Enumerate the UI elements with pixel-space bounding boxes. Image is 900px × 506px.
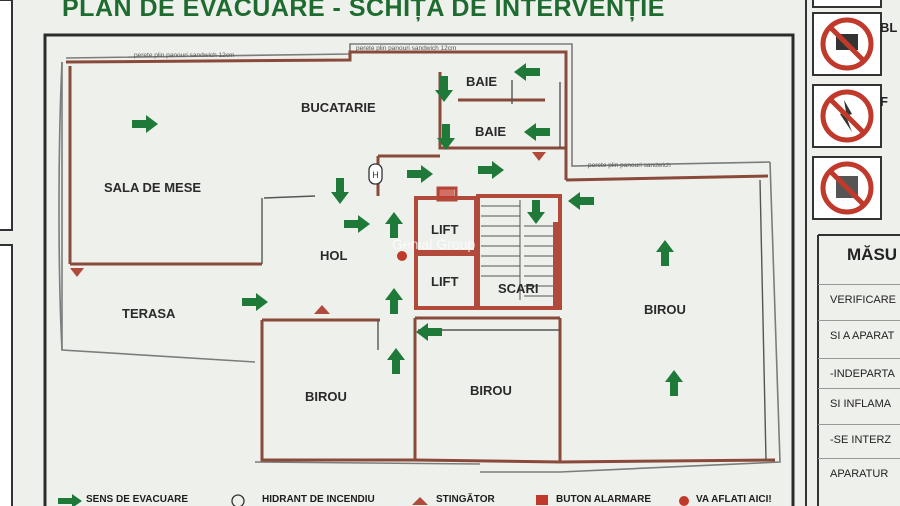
arrow-left — [524, 123, 550, 141]
extinguisher-icon — [70, 268, 84, 277]
watermark: Genial Group — [392, 236, 476, 252]
no-open-flame-sign — [812, 12, 882, 76]
room-label-lift: LIFT — [431, 274, 459, 289]
arrow-down — [527, 200, 545, 224]
sign-caption: F — [880, 94, 888, 109]
legend-evac: SENS DE EVACUARE — [86, 494, 189, 505]
room-label-baie: BAIE — [466, 74, 498, 89]
wall-note: perete plin panouri sandwich — [588, 162, 671, 169]
arrow-down — [331, 178, 349, 204]
arrow-left — [568, 192, 594, 210]
arrow-right — [478, 161, 504, 179]
room-label-terasa: TERASA — [122, 306, 176, 321]
no-water-electric-sign — [812, 84, 882, 148]
hydrant-icon: H — [368, 163, 383, 185]
legend-extinguisher: STINGĂTOR — [436, 494, 495, 505]
arrow-up — [665, 370, 683, 396]
extinguisher-markers — [70, 152, 546, 314]
walls — [65, 50, 776, 464]
arrow-right — [242, 293, 268, 311]
plan-frame — [43, 33, 795, 506]
room-label-birou: BIROU — [305, 389, 347, 404]
measure-row: -SE INTERZ — [818, 424, 900, 454]
arrow-right — [407, 165, 433, 183]
page-title: PLAN DE EVACUARE - SCHIȚA DE INTERVENȚIE — [62, 0, 665, 22]
stairs — [476, 194, 562, 310]
arrow-down — [435, 76, 453, 102]
evacuation-arrows — [132, 63, 683, 396]
measure-row: VERIFICARE — [818, 284, 900, 314]
arrow-up — [385, 212, 403, 238]
measures-heading: MĂSU — [847, 245, 898, 264]
room-label-birou: BIROU — [470, 383, 512, 398]
extinguisher-icon — [532, 152, 546, 161]
you-are-here-marker — [397, 251, 407, 261]
room-label-sala-de-mese: SALA DE MESE — [104, 180, 202, 195]
arrow-up — [656, 240, 674, 266]
room-label-baie: BAIE — [475, 124, 507, 139]
room-label-bucatarie: BUCATARIE — [301, 100, 376, 115]
legend-alarm: BUTON ALARMARE — [556, 494, 651, 505]
building-outline — [58, 43, 781, 473]
hydrant-legend-icon — [231, 494, 245, 506]
evac-legend-icon — [58, 494, 82, 506]
legend-icons — [58, 494, 689, 506]
measure-row: SI A APARAT — [818, 320, 900, 350]
wall-note: perete plin panouri sandwich 12cm — [134, 52, 235, 59]
prohibition-lift-icon — [820, 161, 874, 215]
wall-note: perete plin panouri sandwich 12cm — [356, 45, 457, 52]
right-panel — [805, 0, 900, 506]
right-panel-frame — [805, 0, 900, 506]
arrow-down — [437, 124, 455, 150]
prohibition-electric-icon — [820, 89, 874, 143]
arrow-left — [416, 323, 442, 341]
legend-here: VA AFLATI AICI! — [696, 494, 772, 505]
arrow-left — [514, 63, 540, 81]
arrow-up — [387, 348, 405, 374]
warning-sign — [812, 0, 882, 8]
room-label-hol: HOL — [320, 248, 348, 263]
room-label-birou: BIROU — [644, 302, 686, 317]
no-lift-sign — [812, 156, 882, 220]
left-strip-bottom — [0, 244, 13, 506]
arrow-up — [385, 288, 403, 314]
measure-row: APARATUR — [818, 458, 900, 488]
legend-hydrant: HIDRANT DE INCENDIU — [262, 494, 375, 505]
alarm-button-icon — [438, 188, 454, 198]
room-label-scari: SCARI — [498, 281, 539, 296]
measure-row: SI INFLAMA — [818, 388, 900, 418]
arrow-right — [344, 215, 370, 233]
measure-row: -INDEPARTA — [818, 358, 900, 388]
sign-caption: BL — [880, 20, 898, 35]
prohibition-icon — [820, 17, 874, 71]
left-strip — [0, 0, 13, 231]
room-label-lift: LIFT — [431, 222, 459, 237]
arrow-right — [132, 115, 158, 133]
svg-text:H: H — [372, 170, 379, 180]
alarm-legend-icon — [536, 495, 548, 505]
extinguisher-icon — [314, 305, 330, 314]
here-legend-icon — [679, 496, 689, 506]
extinguisher-legend-icon — [412, 497, 428, 505]
